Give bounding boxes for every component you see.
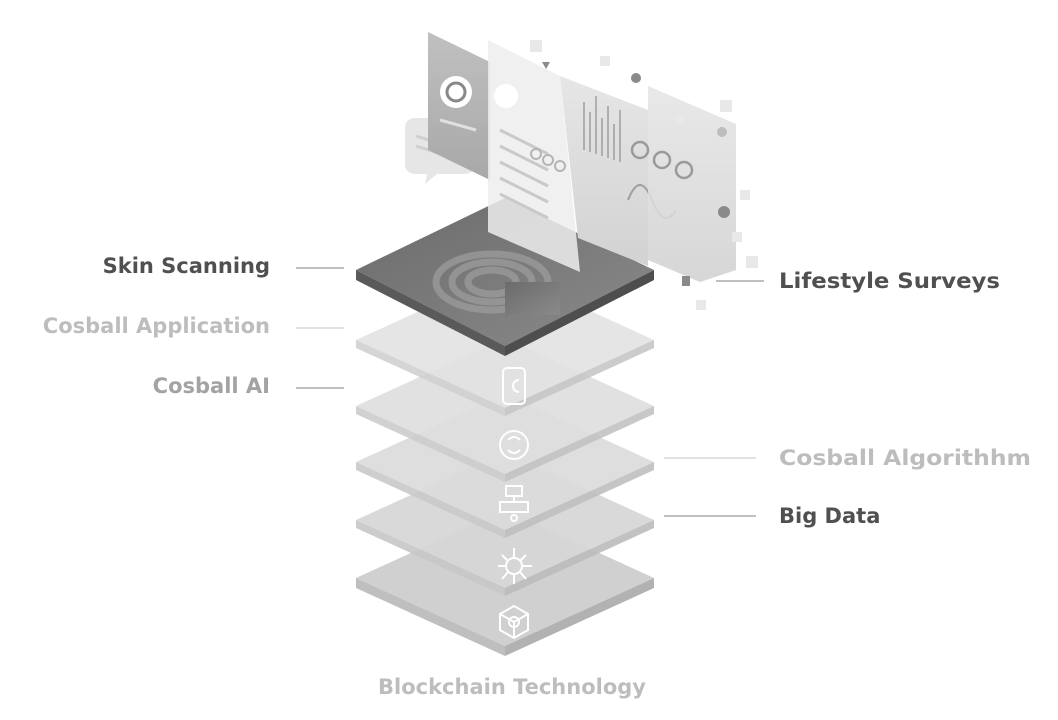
flowchart-icon [499, 485, 529, 522]
label-cosball-algorithm: Cosball Algorithhm [779, 446, 1031, 470]
label-lifestyle-surveys: Lifestyle Surveys [779, 269, 1000, 293]
label-cosball-ai: Cosball AI [153, 374, 270, 398]
network-hub-icon [498, 548, 532, 584]
label-skin-scanning: Skin Scanning [103, 254, 270, 278]
label-blockchain-technology: Blockchain Technology [378, 675, 646, 699]
label-big-data: Big Data [779, 504, 880, 528]
blockchain-cubes-icon [499, 604, 529, 640]
phone-icon [502, 367, 526, 405]
floating-app-panels [405, 32, 758, 310]
label-cosball-application: Cosball Application [43, 314, 270, 338]
brain-icon [499, 430, 529, 460]
